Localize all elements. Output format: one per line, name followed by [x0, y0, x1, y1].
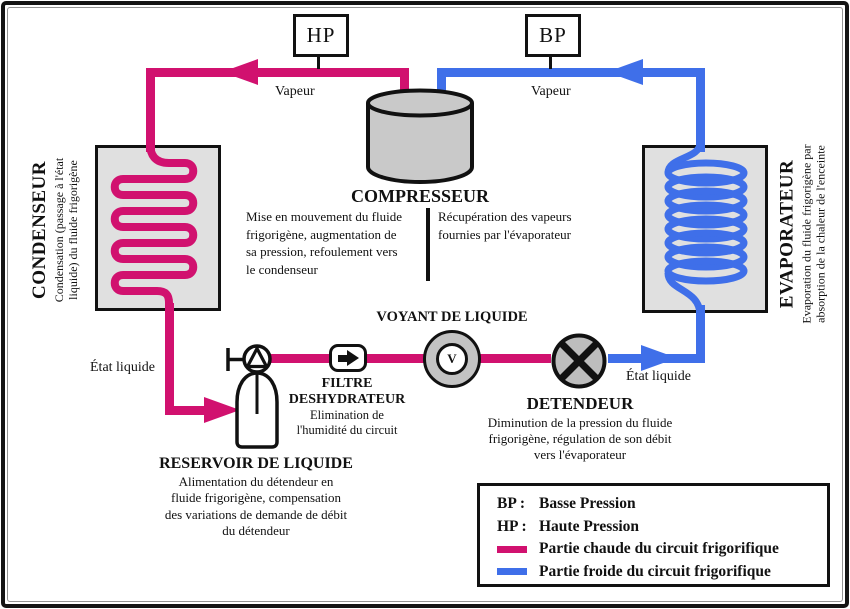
- sight-glass-glyph: V: [447, 351, 457, 366]
- evaporator-desc-line1: Evaporation du fluide frigorigène par: [799, 144, 814, 324]
- sight-glass-icon: V: [423, 330, 481, 388]
- pipe-condenser-inlet-drop: [146, 68, 155, 152]
- bp-gauge-label: BP: [539, 23, 567, 47]
- service-valve-triangle: [245, 346, 269, 369]
- valve-desc-line2: frigorigène, régulation de son débit: [488, 431, 672, 446]
- filter-desc-line1: Elimination de: [310, 408, 384, 422]
- vapeur-left-label: Vapeur: [275, 84, 315, 99]
- compressor-desc-left-line3: sa pression, refoulement vers: [246, 244, 398, 259]
- hp-gauge-label: HP: [306, 23, 336, 47]
- condenser-title: CONDENSEUR: [29, 160, 50, 300]
- hot-flow-arrow-right-icon: [204, 397, 240, 423]
- condenser-desc-line2: liquide) du fluide frigorigène: [66, 160, 80, 300]
- pipe-to-receiver: [165, 406, 213, 415]
- compressor-desc-left-line1: Mise en mouvement du fluide: [246, 209, 402, 224]
- pipe-receiver-to-filter: [270, 354, 329, 363]
- compressor-desc-left-line2: frigorigène, augmentation de: [246, 226, 397, 242]
- receiver-title: RESERVOIR DE LIQUIDE: [159, 455, 353, 472]
- bp-gauge-box: BP: [525, 14, 581, 57]
- cold-flow-arrow-right-icon: [641, 345, 677, 371]
- receiver-desc-line4: du détendeur: [222, 522, 290, 538]
- legend-row-cold: Partie froide du circuit frigorifique: [497, 561, 827, 584]
- inner-frame-line: [7, 7, 843, 602]
- pipe-evaporator-outlet-riser: [696, 68, 705, 152]
- sight-glass-window: V: [436, 343, 468, 375]
- etat-liquide-right-label: État liquide: [626, 369, 691, 384]
- evaporator-side-label: EVAPORATEUR Evaporation du fluide frigor…: [776, 127, 840, 342]
- hp-gauge-stem: [317, 51, 320, 69]
- expansion-valve-title: DETENDEUR: [526, 394, 634, 413]
- legend-cold-text: Partie froide du circuit frigorifique: [539, 562, 771, 580]
- legend-box: BP : Basse Pression HP : Haute Pression …: [477, 483, 830, 587]
- vapeur-right-label: Vapeur: [531, 84, 571, 99]
- pipe-compressor-discharge: [400, 70, 409, 102]
- compressor-desc-right: Récupération des vapeurs fournies par l'…: [438, 208, 603, 243]
- filter-drier-title: FILTRE DESHYDRATEUR: [272, 376, 422, 407]
- pipe-filter-to-sightglass: [367, 354, 424, 363]
- legend-hp-text: Haute Pression: [539, 517, 640, 535]
- compressor-desc-left: Mise en mouvement du fluide frigorigène,…: [246, 208, 426, 278]
- condenser-coil-icon: [110, 142, 198, 313]
- hot-flow-arrow-left-icon: [222, 59, 258, 85]
- pipe-compressor-to-condenser: [146, 68, 409, 77]
- condenser-side-label: CONDENSEUR Condensation (passage à l'éta…: [28, 125, 88, 335]
- filter-desc-line2: l'humidité du circuit: [296, 423, 398, 437]
- compressor-desc-right-line2: fournies par l'évaporateur: [438, 226, 572, 242]
- hp-gauge-box: HP: [293, 14, 349, 57]
- legend-hp-label: HP :: [497, 517, 527, 535]
- legend-bp-text: Basse Pression: [539, 495, 636, 513]
- legend-hot-text: Partie chaude du circuit frigorifique: [539, 540, 779, 558]
- pipe-sightglass-to-valve: [480, 354, 551, 363]
- expansion-valve-desc: Diminution de la pression du fluide frig…: [468, 415, 692, 463]
- evaporator-title: EVAPORATEUR: [776, 159, 798, 309]
- compressor-desc-right-line1: Récupération des vapeurs: [438, 209, 572, 224]
- expansion-valve-icon: [551, 333, 607, 389]
- condenser-desc-line1: Condensation (passage à l'état: [52, 157, 66, 303]
- pipe-condenser-outlet-drop: [165, 303, 174, 412]
- receiver-desc-line3: des variations de demande de débit: [164, 506, 348, 522]
- legend-row-bp: BP : Basse Pression: [497, 493, 827, 516]
- compressor-title: COMPRESSEUR: [350, 186, 489, 206]
- pipe-evaporator-to-compressor: [437, 68, 705, 77]
- hot-line-swatch-icon: [497, 545, 527, 553]
- evaporator-desc-line2: absorption de la chaleur de l'enceinte: [813, 145, 828, 323]
- filter-drier-desc: Elimination de l'humidité du circuit: [272, 408, 422, 438]
- filter-title-line2: DESHYDRATEUR: [288, 391, 406, 407]
- valve-desc-line3: vers l'évaporateur: [533, 447, 627, 462]
- receiver-desc: Alimentation du détendeur en fluide frig…: [136, 474, 376, 539]
- pipe-compressor-suction: [437, 70, 446, 102]
- cold-flow-arrow-left-icon: [607, 59, 643, 85]
- legend-bp-label: BP :: [497, 495, 525, 513]
- compressor-text-divider: [426, 208, 430, 281]
- etat-liquide-left-label: État liquide: [90, 360, 155, 375]
- legend-row-hp: HP : Haute Pression: [497, 516, 827, 539]
- filter-arrow-icon: [337, 350, 359, 366]
- evaporator-coil-icon: [664, 142, 748, 316]
- cold-line-swatch-icon: [497, 568, 527, 576]
- receiver-desc-line2: fluide frigorigène, compensation: [170, 490, 342, 506]
- liquid-receiver-icon: [226, 344, 279, 449]
- bp-gauge-stem: [549, 51, 552, 69]
- filter-title-line1: FILTRE: [321, 376, 373, 391]
- sight-glass-title: VOYANT DE LIQUIDE: [376, 309, 528, 325]
- pipe-evaporator-inlet-riser: [696, 305, 705, 363]
- filter-drier-icon: [329, 344, 367, 372]
- compressor-desc-left-line4: le condenseur: [246, 261, 318, 277]
- valve-desc-line1: Diminution de la pression du fluide: [487, 415, 673, 430]
- compressor-cylinder-icon: [366, 88, 474, 185]
- receiver-desc-line1: Alimentation du détendeur en: [178, 474, 334, 489]
- legend-row-hot: Partie chaude du circuit frigorifique: [497, 538, 827, 561]
